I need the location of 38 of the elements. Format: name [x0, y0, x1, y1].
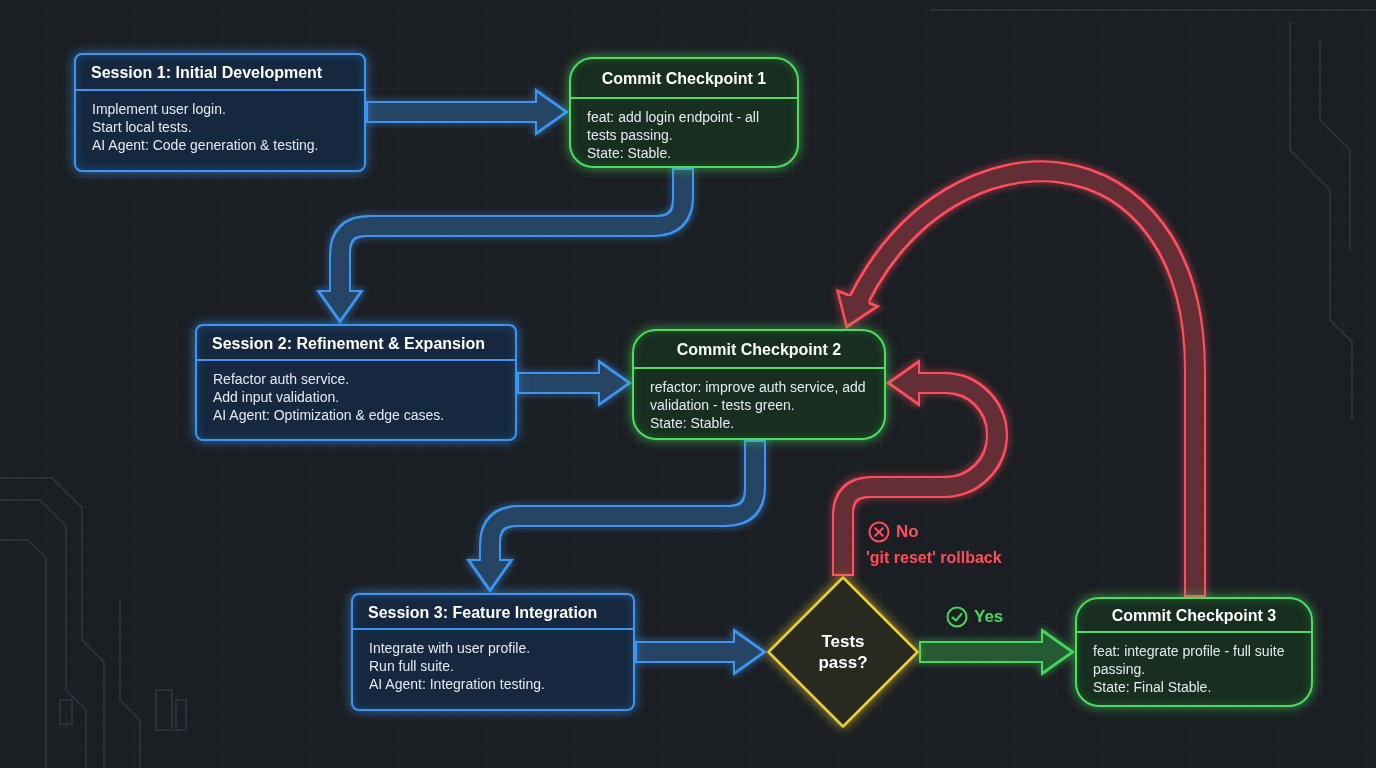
box-text: State: Final Stable. — [1093, 678, 1212, 697]
box-text: Run full suite. — [369, 657, 454, 676]
box-text: Add input validation. — [213, 388, 340, 407]
checkpoint-box — [1075, 597, 1313, 707]
box-text: feat: integrate profile - full suite passing. — [1093, 642, 1286, 679]
box-text: AI Agent: Code generation & testing. — [92, 136, 319, 155]
checkpoint-box — [569, 57, 799, 168]
edge-label: No — [896, 522, 919, 542]
box-heading: Session 2: Refinement & Expansion — [212, 334, 485, 353]
box-text: refactor: improve auth service, add validation - tests green. — [650, 378, 867, 415]
process-box — [195, 324, 517, 441]
box-heading: Session 3: Feature Integration — [368, 603, 598, 622]
box-text: Refactor auth service. — [213, 370, 350, 389]
box-text: State: Stable. — [587, 144, 672, 163]
arrow — [836, 160, 1206, 597]
arrow — [366, 88, 569, 136]
arrow — [635, 628, 767, 676]
arrow — [919, 628, 1075, 676]
box-text: Integrate with user profile. — [369, 639, 531, 658]
arrow — [517, 359, 632, 407]
decision-text: Tests pass? — [817, 630, 869, 674]
annotation-text: 'git reset' rollback — [866, 549, 1002, 567]
box-text: AI Agent: Integration testing. — [369, 675, 545, 694]
box-text: feat: add login endpoint - all tests passing. — [587, 108, 760, 145]
box-text: State: Stable. — [650, 414, 735, 433]
decision-diamond — [767, 576, 919, 728]
process-box — [74, 53, 366, 172]
box-text: Start local tests. — [92, 118, 192, 137]
box-heading: Commit Checkpoint 2 — [676, 341, 842, 359]
box-heading: Commit Checkpoint 1 — [601, 70, 767, 88]
box-heading: Session 1: Initial Development — [91, 64, 323, 82]
box-heading: Commit Checkpoint 3 — [1111, 607, 1277, 625]
box-text: Implement user login. — [92, 100, 226, 119]
edge-label: Yes — [974, 607, 1004, 627]
box-text: AI Agent: Optimization & edge cases. — [213, 406, 445, 425]
process-box — [351, 593, 635, 711]
arrow — [466, 440, 766, 593]
checkpoint-box — [632, 329, 886, 440]
